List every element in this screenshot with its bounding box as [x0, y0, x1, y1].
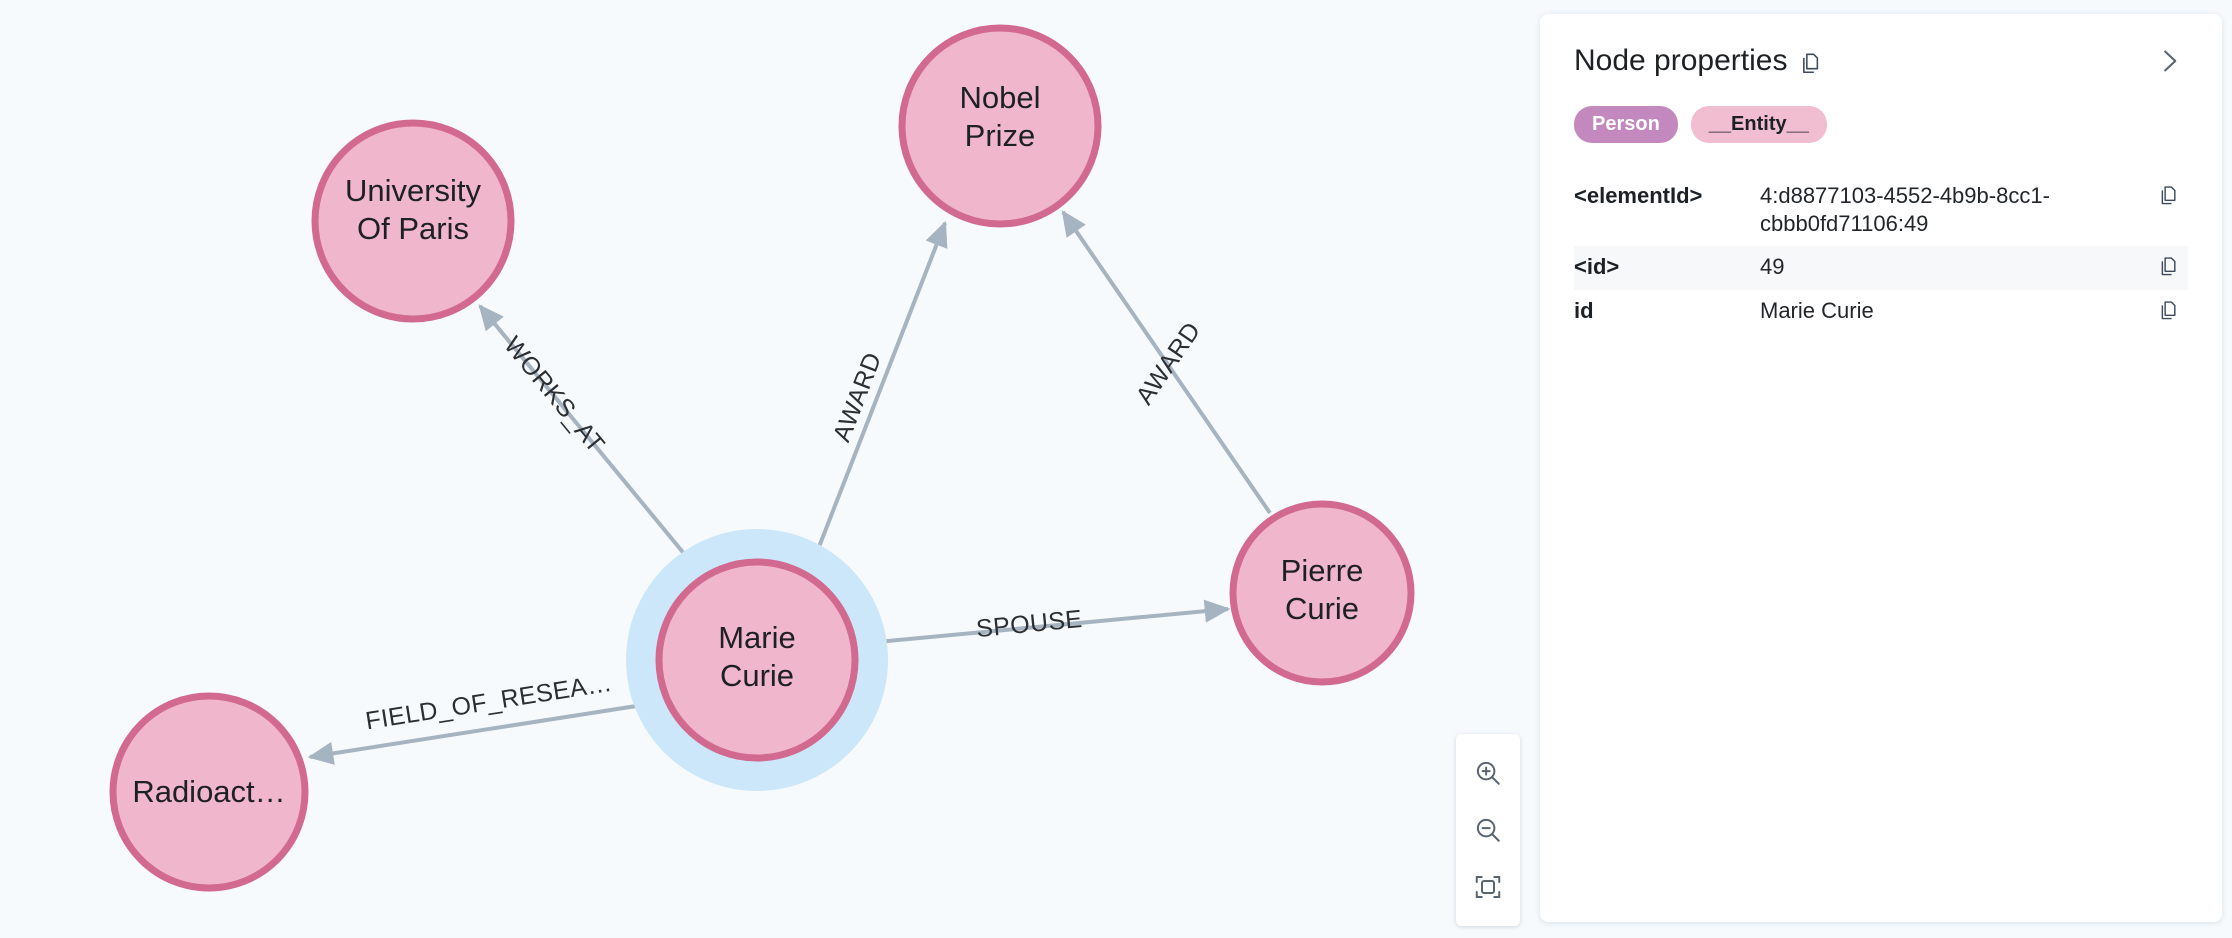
- copy-icon: [2161, 257, 2176, 275]
- graph-node-marie-curie[interactable]: Marie Curie: [626, 529, 888, 791]
- graph-node-university-of-paris[interactable]: University Of Paris: [311, 119, 515, 323]
- property-value: Marie Curie: [1760, 297, 1874, 323]
- node-label-line-1: Radioact…: [132, 774, 285, 809]
- node-label-chip-entity[interactable]: __Entity__: [1690, 105, 1827, 143]
- node-label-line-2: Prize: [965, 118, 1036, 153]
- node-label-line-1: Nobel: [960, 80, 1041, 115]
- copy-row-button[interactable]: [2146, 182, 2180, 207]
- zoom-in-button[interactable]: [1465, 750, 1511, 796]
- property-value: 4:d8877103-4552-4b9b-8cc1-cbbb0fd71106:4…: [1760, 182, 2050, 237]
- node-label-line-2: Curie: [1285, 591, 1359, 626]
- copy-icon: [1803, 53, 1819, 73]
- fit-to-screen-button[interactable]: [1465, 864, 1511, 910]
- table-row: id Marie Curie: [1574, 290, 2188, 334]
- property-value: 49: [1760, 253, 1785, 279]
- zoom-out-icon: [1476, 818, 1500, 842]
- edge-field-of-research[interactable]: FIELD_OF_RESEA…: [307, 669, 663, 765]
- edge-works-at[interactable]: WORKS_AT: [478, 304, 702, 575]
- table-row: <id> 49: [1574, 245, 2188, 290]
- zoom-controls-panel: [1456, 734, 1520, 926]
- edge-label-spouse: SPOUSE: [975, 605, 1084, 643]
- property-key: <elementId>: [1574, 182, 1703, 208]
- zoom-out-button[interactable]: [1465, 807, 1511, 853]
- copy-icon: [2161, 301, 2176, 319]
- graph-node-nobel-prize[interactable]: Nobel Prize: [898, 24, 1102, 228]
- edge-spouse[interactable]: SPOUSE: [855, 599, 1231, 646]
- panel-header: Node properties: [1574, 44, 2188, 79]
- edge-award-left[interactable]: AWARD: [808, 220, 948, 571]
- node-properties-table: <elementId> 4:d8877103-4552-4b9b-8cc1-cb…: [1574, 175, 2188, 334]
- chevron-right-icon: [2164, 50, 2177, 72]
- graph-canvas[interactable]: WORKS_AT AWARD AWARD SPOUSE FIELD_OF_RES…: [0, 0, 1540, 938]
- graph-svg[interactable]: WORKS_AT AWARD AWARD SPOUSE FIELD_OF_RES…: [0, 0, 1540, 938]
- node-label-line-1: Marie: [718, 620, 796, 655]
- copy-row-button[interactable]: [2146, 297, 2180, 322]
- edge-label-award-right: AWARD: [1130, 317, 1206, 410]
- node-label-line-2: Curie: [720, 658, 794, 693]
- edge-award-right[interactable]: AWARD: [1061, 210, 1272, 515]
- node-properties-panel: Node properties Person __Entity__: [1540, 14, 2222, 922]
- graph-node-radioactivity[interactable]: Radioact…: [109, 692, 309, 892]
- collapse-panel-button[interactable]: [2154, 44, 2188, 76]
- node-label-line-2: Of Paris: [357, 211, 469, 246]
- copy-icon: [2161, 185, 2176, 204]
- edge-label-field-of-research: FIELD_OF_RESEA…: [364, 669, 614, 736]
- page-title: Node properties: [1574, 44, 1788, 77]
- node-label-line-1: Pierre: [1281, 553, 1364, 588]
- copy-all-icon[interactable]: [1798, 47, 1823, 76]
- property-key: id: [1574, 297, 1594, 323]
- edge-label-works-at: WORKS_AT: [498, 331, 610, 458]
- property-key: <id>: [1574, 253, 1620, 279]
- graph-node-pierre-curie[interactable]: Pierre Curie: [1229, 500, 1415, 686]
- node-label-line-1: University: [345, 173, 482, 208]
- node-labels-chips: Person __Entity__: [1574, 105, 2188, 143]
- node-label-chip-person[interactable]: Person: [1574, 105, 1678, 143]
- panel-title-wrap: Node properties: [1574, 44, 1823, 79]
- fit-to-screen-icon: [1475, 876, 1501, 899]
- zoom-in-icon: [1476, 761, 1500, 785]
- table-row: <elementId> 4:d8877103-4552-4b9b-8cc1-cb…: [1574, 175, 2188, 246]
- copy-row-button[interactable]: [2146, 253, 2180, 278]
